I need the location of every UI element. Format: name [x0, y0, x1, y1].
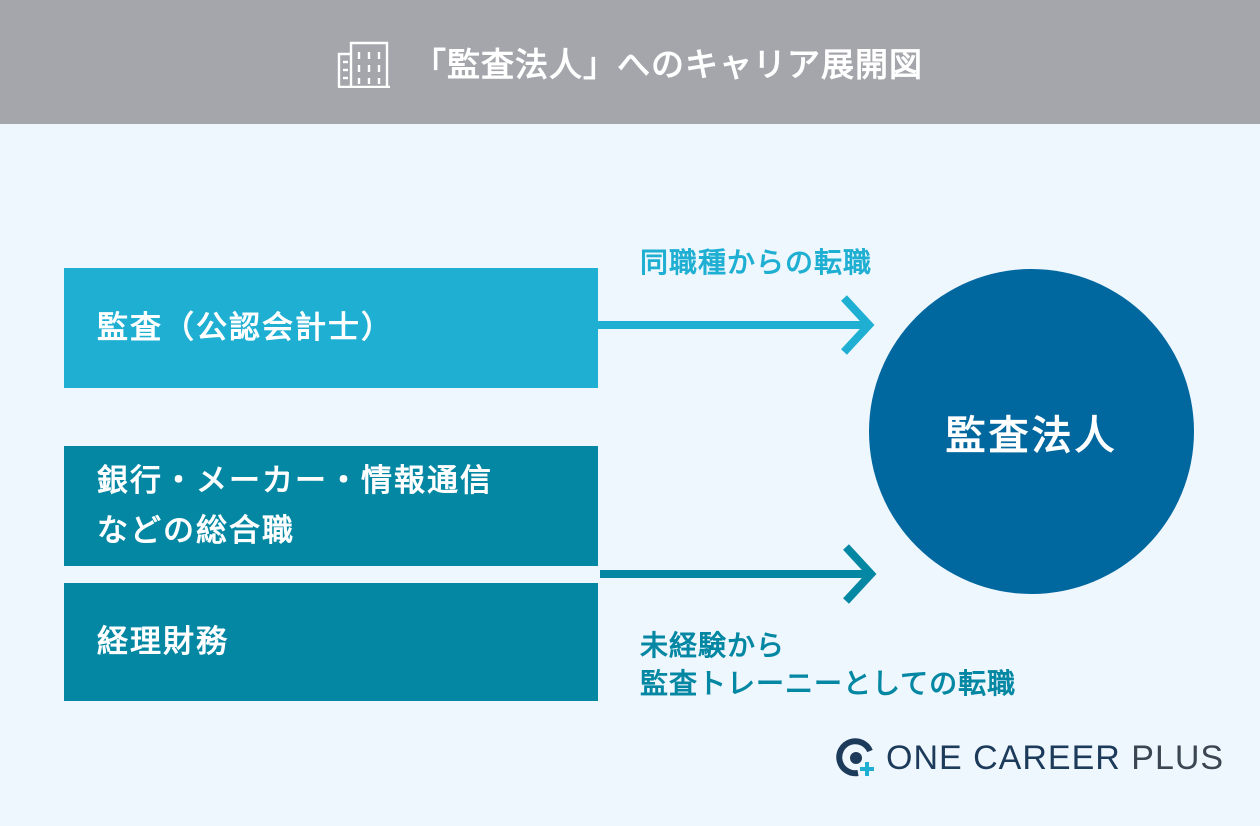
one-career-logo-icon: [836, 738, 874, 777]
source-box-accounting-finance: 経理財務: [64, 583, 598, 701]
target-circle-audit-firm: 監査法人: [869, 269, 1194, 594]
brand-name-light: PLUS: [1131, 738, 1225, 777]
brand-logo: ONE CAREER PLUS: [836, 736, 1224, 780]
route-label-same-occupation: 同職種からの転職: [640, 246, 873, 279]
target-label: 監査法人: [945, 412, 1118, 459]
arrow-same-occupation: [598, 295, 875, 355]
source-label-audit-cpa: 監査（公認会計士）: [97, 310, 394, 346]
brand-name: ONE CAREER PLUS: [886, 739, 1224, 778]
source-box-general-positions: 銀行・メーカー・情報通信 などの総合職: [64, 446, 598, 566]
page-title: 「監査法人」へのキャリア展開図: [413, 45, 923, 84]
building-icon: [337, 41, 390, 88]
route-label-inexperienced-trainee: 未経験から 監査トレーニーとしての転職: [640, 629, 1017, 700]
arrow-inexperienced-trainee: [600, 544, 877, 604]
source-label-general-positions: 銀行・メーカー・情報通信 などの総合職: [97, 463, 493, 549]
source-box-audit-cpa: 監査（公認会計士）: [64, 268, 598, 388]
source-label-accounting-finance: 経理財務: [97, 624, 229, 660]
header-bar: 「監査法人」へのキャリア展開図: [0, 0, 1260, 124]
brand-name-bold: ONE CAREER: [886, 738, 1121, 777]
